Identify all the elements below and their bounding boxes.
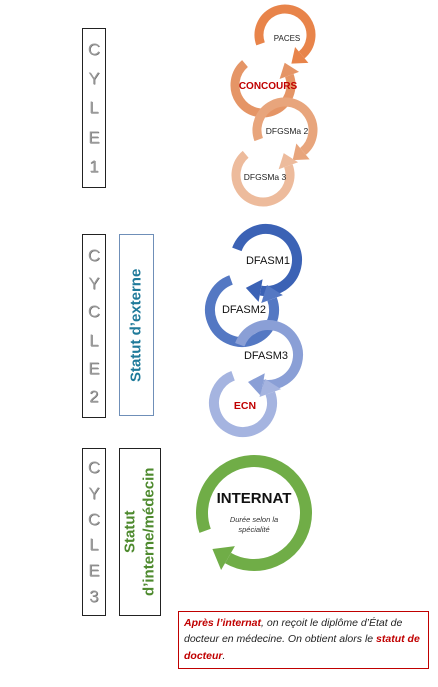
cycle-2-letter: 2 — [89, 387, 99, 407]
arrow-dfasm1-head — [245, 279, 263, 302]
statut-interne-box: Statut d’interne/médecin — [119, 448, 161, 616]
arrow-paces-head — [291, 46, 309, 64]
step-dfasm2-label: DFASM2 — [222, 304, 266, 316]
arrow-dfgsma2-head — [292, 143, 310, 161]
step-paces-label: PACES — [274, 34, 301, 43]
cycle-1-letter: E — [88, 127, 100, 147]
statut-externe-box: Statut d’externe — [119, 234, 154, 416]
cycle-1-letter: Y — [88, 69, 100, 89]
cycle-3-letter: 3 — [89, 586, 99, 606]
cycle-1-letter: 1 — [89, 156, 99, 176]
cycle-3-letter: Y — [88, 483, 100, 503]
step-dfasm1-label: DFASM1 — [246, 255, 290, 267]
cycle-2-letter: L — [89, 330, 99, 350]
cycle-3-letter: C — [87, 458, 101, 478]
arrow-dfgsma2 — [252, 97, 318, 161]
arrow-dfasm3-head — [248, 373, 265, 396]
internat-subtitle-1: Durée selon la — [230, 515, 278, 524]
step-ecn-label: ECN — [234, 400, 256, 412]
cycle-1-letter: C — [87, 40, 101, 60]
arrow-paces — [254, 4, 316, 64]
arrow-dfasm1 — [232, 224, 302, 302]
step-concours-label: CONCOURS — [239, 81, 298, 92]
cycle-3-letter: C — [87, 509, 101, 529]
arrow-ecn-head — [259, 378, 282, 398]
arrow-dfgsma3-head — [278, 153, 299, 170]
arrow-internat-head — [212, 546, 235, 570]
arrow-dfasm2-head — [261, 284, 283, 303]
internat-title: INTERNAT — [217, 490, 292, 507]
note-highlight-internat: Après l’internat — [184, 617, 262, 629]
note-highlight-statut: statut de docteur — [184, 633, 420, 662]
cycle-1-letter: L — [89, 98, 99, 118]
arrow-concours — [230, 60, 300, 118]
arrow-concours-head — [279, 62, 300, 79]
cycle-3-letter: E — [88, 560, 100, 580]
note-end: . — [222, 649, 226, 662]
cycle-2-letter: Y — [88, 273, 100, 293]
cycle-2-letter: C — [87, 245, 101, 265]
arrow-ecn — [209, 371, 282, 437]
note-box: Après l’internat, on reçoit le diplôme d… — [178, 611, 429, 669]
note-text: , on reçoit le diplôme d’État de docteur… — [184, 617, 403, 646]
step-dfgsma2-label: DFGSMa 2 — [266, 126, 309, 136]
cycle-3-letter: L — [89, 535, 99, 555]
step-dfgsma3-label: DFGSMa 3 — [244, 172, 287, 182]
cycle-2-box: C Y C L E 2 — [82, 234, 106, 418]
cycle-2-letter: E — [88, 358, 100, 378]
internat-subtitle-2: spécialité — [238, 525, 269, 534]
cycle-2-letter: C — [87, 302, 101, 322]
arrow-dfasm3 — [235, 320, 303, 396]
cycle-3-box: C Y C L E 3 — [82, 448, 106, 616]
cycle-1-box: C Y L E 1 — [82, 28, 106, 188]
arrow-dfgsma3 — [231, 150, 299, 207]
arrow-internat — [196, 455, 312, 571]
step-dfasm3-label: DFASM3 — [244, 350, 288, 362]
